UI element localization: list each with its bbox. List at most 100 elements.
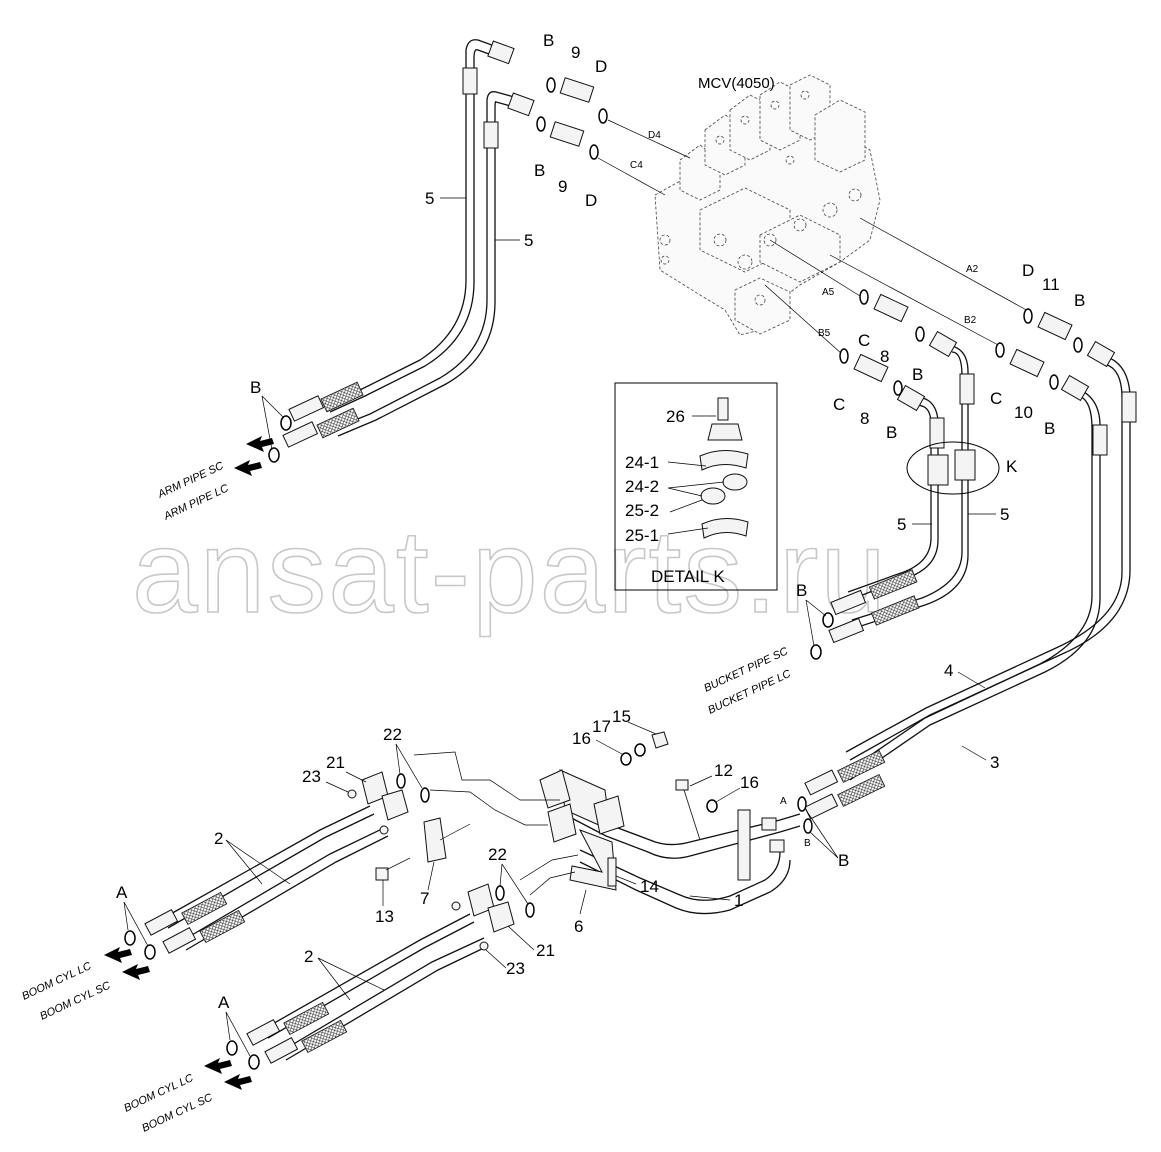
callout-b: B: [886, 423, 897, 442]
callout-14: 14: [640, 877, 659, 896]
bolt-23: [347, 789, 357, 799]
hose-fitting: [828, 617, 865, 644]
hose-fitting: [162, 926, 197, 954]
o-ring: [1073, 337, 1083, 353]
washer-17: [634, 743, 646, 757]
hose-ferrule: [483, 121, 499, 149]
arrow-icon: [204, 1058, 232, 1074]
callout-3: 3: [990, 753, 999, 772]
connector-9: [549, 121, 585, 147]
callout-c: C: [833, 395, 845, 414]
clamp-24-1-lower: [699, 450, 749, 471]
callout-b: B: [250, 378, 261, 397]
callout-c: C: [858, 331, 870, 350]
callout-16: 16: [572, 729, 591, 748]
callout-5: 5: [1000, 505, 1009, 524]
o-ring: [839, 348, 849, 364]
hose-knurl: [837, 773, 886, 807]
callout-7: 7: [420, 889, 429, 908]
callout-15: 15: [612, 707, 631, 726]
arrow-icon: [104, 947, 132, 963]
flange-21: [487, 901, 515, 933]
callout-21: 21: [326, 753, 345, 772]
detail-k-box: [614, 382, 778, 591]
callout-a: A: [116, 883, 128, 902]
bolt-head-13: [375, 867, 389, 881]
hose-ferrule: [959, 373, 975, 405]
bolt-23: [451, 901, 461, 911]
callout-8: 8: [860, 409, 869, 428]
hose-fitting: [264, 1036, 299, 1064]
callout-d: D: [595, 57, 607, 76]
hose-fitting: [487, 40, 515, 65]
bolt-23: [479, 941, 489, 951]
hose-knurl: [320, 381, 364, 413]
o-ring: [268, 447, 280, 463]
callout-12: 12: [714, 761, 733, 780]
callout-5: 5: [897, 515, 906, 534]
port-label-b5: B5: [818, 328, 831, 339]
hose-fitting: [830, 589, 867, 616]
bracket-6: [569, 829, 617, 891]
boom-flange: [539, 769, 571, 809]
callout-4: 4: [944, 661, 953, 680]
arrow-icon: [234, 460, 262, 476]
o-ring: [536, 116, 546, 132]
o-ring: [525, 902, 535, 918]
callout-1: 1: [734, 891, 743, 910]
callout-23: 23: [302, 767, 321, 786]
hose-knurl: [870, 595, 920, 626]
hose-fitting: [928, 330, 958, 358]
callout-22: 22: [488, 845, 507, 864]
port-label-c4: C4: [630, 160, 643, 171]
callout-16: 16: [740, 773, 759, 792]
hose-knurl: [316, 407, 360, 439]
hose-knurl: [301, 1019, 348, 1054]
connector-8: [853, 353, 889, 383]
hose-fitting: [144, 908, 179, 936]
callout-22: 22: [383, 725, 402, 744]
clamp: [927, 454, 949, 486]
o-ring: [396, 773, 406, 789]
hose-knurl: [199, 909, 246, 944]
detail-k-marker: K: [1006, 457, 1018, 476]
callout-9: 9: [558, 177, 567, 196]
callout-13: 13: [375, 907, 394, 926]
bushing-25-2: [700, 487, 726, 505]
boom-block-assembly: [423, 769, 801, 915]
o-ring: [797, 796, 807, 812]
callout-9: 9: [571, 43, 580, 62]
hose-ferrule: [929, 417, 945, 449]
mcv-title: MCV(4050): [698, 75, 775, 92]
arrow-icon: [122, 964, 150, 980]
port-label-d4: D4: [648, 130, 661, 141]
bracket-plate: [737, 809, 751, 881]
connector-11: [1037, 311, 1073, 341]
boom-flange: [593, 795, 625, 835]
hose-fitting: [761, 817, 777, 831]
bolt-23: [379, 825, 389, 835]
callout-23: 23: [506, 959, 525, 978]
detail-label-25-2: 25-2: [625, 501, 659, 520]
callout-5: 5: [524, 231, 533, 250]
boom-cyl-hose-lower: [246, 883, 515, 1064]
o-ring: [420, 787, 430, 803]
callout-b: B: [543, 31, 554, 50]
clamp-24-1: [707, 423, 743, 441]
callout-a: A: [218, 993, 230, 1012]
o-ring: [546, 77, 556, 93]
callout-10: 10: [1014, 403, 1033, 422]
washer-16: [706, 799, 718, 813]
hose-fitting: [282, 421, 319, 448]
boom-hose-group: [804, 340, 1137, 820]
boom-cyl-hose-upper: [144, 771, 409, 954]
hose-fitting: [1086, 340, 1116, 368]
hose-fitting: [246, 1018, 281, 1046]
watermark-text: ansat-parts.ru: [132, 506, 888, 638]
o-ring: [124, 930, 136, 946]
hose-fitting: [804, 769, 839, 796]
callout-d: D: [1022, 261, 1034, 280]
hose-knurl: [837, 749, 886, 783]
o-ring: [915, 326, 925, 342]
o-ring: [589, 144, 599, 160]
